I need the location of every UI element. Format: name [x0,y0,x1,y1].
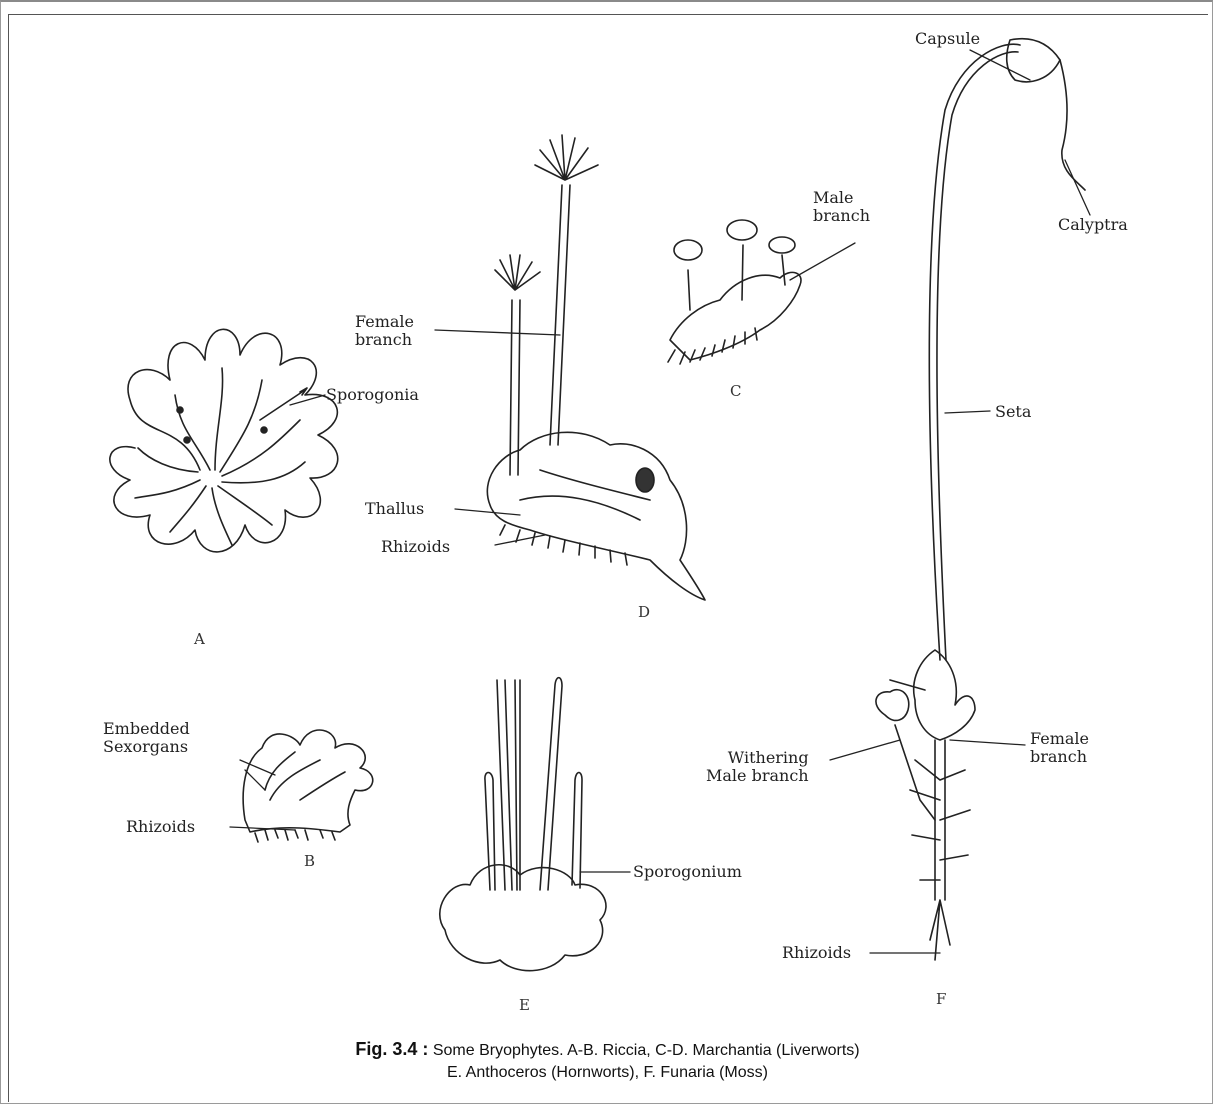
panel-letter-e: E [519,996,530,1014]
marchantia-male-c [668,220,801,364]
marchantia-female-d [487,135,705,600]
riccia-rosette-a [110,329,338,552]
label-male-branch-c: Male branch [813,189,870,225]
panel-letter-f: F [936,990,946,1008]
label-rhizoids-d: Rhizoids [381,538,450,556]
caption-figure-number: Fig. 3.4 : [355,1039,428,1059]
panel-letter-d: D [638,603,650,621]
label-embedded-sexorgans: Embedded Sexorgans [103,720,190,756]
leader-lines [230,50,1090,953]
label-withering-male-branch: Withering Male branch [706,749,809,785]
label-female-branch-d: Female branch [355,313,414,349]
anthoceros-e [440,678,606,971]
label-seta: Seta [995,403,1031,421]
label-rhizoids-f: Rhizoids [782,944,851,962]
label-thallus: Thallus [365,500,424,518]
caption-line-2: E. Anthoceros (Hornworts), F. Funaria (M… [0,1062,1215,1084]
label-sporogonia: Sporogonia [326,386,419,404]
label-calyptra: Calyptra [1058,216,1128,234]
figure-caption: Fig. 3.4 : Some Bryophytes. A-B. Riccia,… [0,1038,1215,1084]
label-capsule: Capsule [915,30,980,48]
panel-letter-a: A [194,630,205,648]
riccia-side-b [243,730,373,842]
funaria-f [876,39,1085,960]
label-rhizoids-b: Rhizoids [126,818,195,836]
panel-letter-c: C [730,382,741,400]
caption-line-1: Fig. 3.4 : Some Bryophytes. A-B. Riccia,… [0,1038,1215,1062]
label-sporogonium: Sporogonium [633,863,742,881]
caption-text-1: Some Bryophytes. A-B. Riccia, C-D. March… [433,1042,860,1059]
label-female-branch-f: Female branch [1030,730,1089,766]
panel-letter-b: B [304,852,315,870]
